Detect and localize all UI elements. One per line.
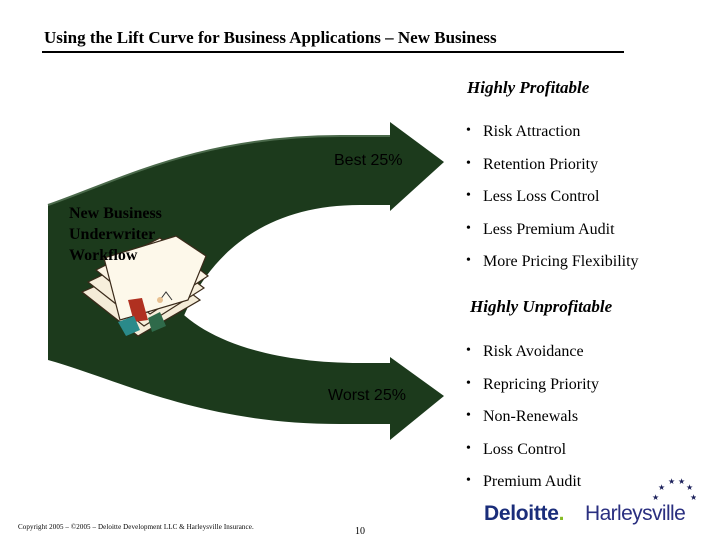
best-25-label: Best 25%	[334, 152, 403, 169]
harleysville-logo: Harleysville	[585, 502, 686, 525]
worst-25-label: Worst 25%	[328, 387, 406, 404]
list-item: Loss Control	[464, 441, 599, 474]
svg-text:★: ★	[678, 478, 685, 486]
list-item: Non-Renewals	[464, 408, 599, 441]
svg-text:★: ★	[658, 483, 665, 492]
list-item: Risk Attraction	[464, 123, 639, 156]
deloitte-logo: Deloitte.	[484, 502, 565, 525]
folders-clipart-icon	[80, 235, 210, 337]
harleysville-stars-icon: ★★★ ★★★	[652, 478, 696, 502]
profitable-heading: Highly Profitable	[467, 78, 590, 97]
svg-text:★: ★	[686, 483, 693, 492]
list-item: Risk Avoidance	[464, 343, 599, 376]
title-underline	[42, 51, 624, 53]
svg-text:★: ★	[668, 478, 675, 486]
list-item: Premium Audit	[464, 473, 599, 506]
list-item: Less Premium Audit	[464, 221, 639, 254]
svg-text:★: ★	[690, 493, 696, 502]
list-item: Retention Priority	[464, 156, 639, 189]
profitable-bullets: Risk Attraction Retention Priority Less …	[464, 123, 639, 286]
unprofitable-bullets: Risk Avoidance Repricing Priority Non-Re…	[464, 343, 599, 506]
workflow-label: New Business Underwriter Workflow	[69, 205, 162, 264]
list-item: Repricing Priority	[464, 376, 599, 409]
page-number: 10	[355, 526, 365, 537]
svg-text:★: ★	[652, 493, 659, 502]
list-item: Less Loss Control	[464, 188, 639, 221]
worst-arrow	[48, 300, 444, 440]
list-item: More Pricing Flexibility	[464, 253, 639, 286]
slide-title: Using the Lift Curve for Business Applic…	[44, 28, 497, 47]
unprofitable-heading: Highly Unprofitable	[470, 297, 613, 316]
copyright-notice: Copyright 2005 – ©2005 – Deloitte Develo…	[18, 523, 254, 531]
